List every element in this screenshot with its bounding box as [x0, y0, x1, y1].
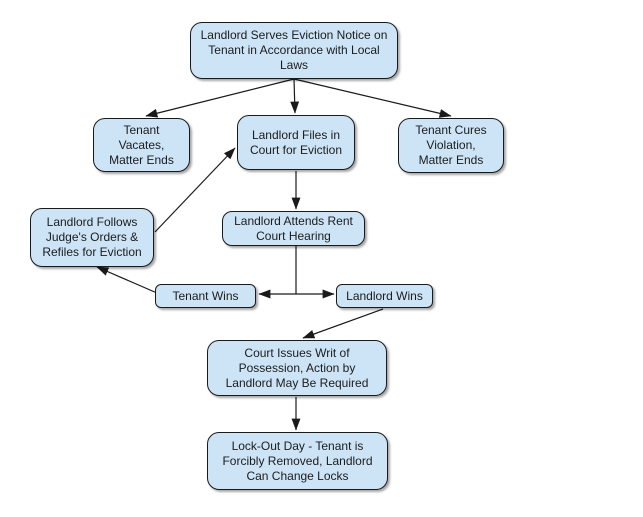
edge-landlordwins-to-writ — [302, 308, 384, 339]
node-landlord-files: Landlord Files in Court for Eviction — [237, 115, 355, 170]
edge-serve-to-vacates — [145, 78, 295, 118]
node-landlord-wins: Landlord Wins — [336, 284, 433, 308]
node-tenant-cures: Tenant Cures Violation, Matter Ends — [398, 118, 504, 173]
node-serve-notice: Landlord Serves Eviction Notice on Tenan… — [190, 22, 398, 79]
node-lockout-day: Lock-Out Day - Tenant is Forcibly Remove… — [207, 432, 388, 490]
node-tenant-wins: Tenant Wins — [155, 284, 256, 308]
node-attends-hearing: Landlord Attends Rent Court Hearing — [222, 211, 365, 246]
edge-serve-to-files — [290, 78, 300, 114]
node-landlord-follows: Landlord Follows Judge's Orders & Refile… — [30, 208, 154, 267]
edge-serve-to-cures — [293, 78, 452, 118]
edge-tenantwins-to-follows — [96, 266, 158, 294]
node-tenant-vacates: Tenant Vacates, Matter Ends — [93, 118, 190, 172]
node-writ-of-possession: Court Issues Writ of Possession, Action … — [207, 340, 387, 396]
